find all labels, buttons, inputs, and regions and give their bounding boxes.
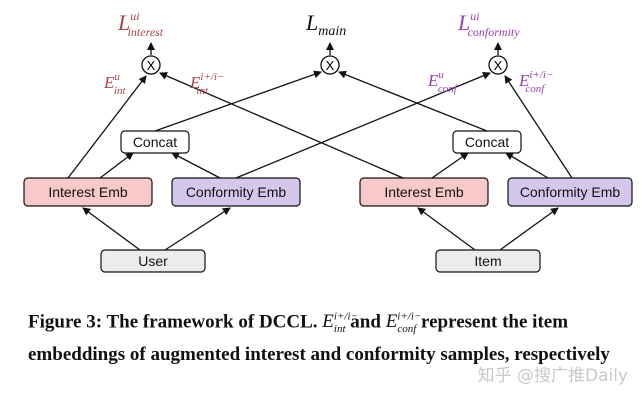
- svg-text:Conformity Emb: Conformity Emb: [520, 184, 621, 200]
- svg-text:Item: Item: [474, 253, 501, 269]
- edge-concat-right-to-main-x: [338, 70, 488, 132]
- edge-conformity-emb-left-to-concat-left: [171, 152, 221, 179]
- interest-emb-box-left: Interest Emb: [23, 177, 153, 207]
- label-e-conf-i: Ei+/i−conf: [518, 69, 553, 95]
- edge-concat-left-to-main-x: [154, 70, 322, 132]
- interest-emb-box-right: Interest Emb: [359, 177, 489, 207]
- edges: [67, 42, 573, 251]
- svg-text:User: User: [138, 253, 168, 269]
- svg-text:Interest Emb: Interest Emb: [384, 184, 464, 200]
- edge-interest-emb-left-to-concat-left: [99, 152, 134, 179]
- concat-box-left: Concat: [120, 130, 190, 154]
- edge-conformity-emb-left-to-right-x: [235, 71, 491, 179]
- edge-conformity-emb-right-to-concat-right: [505, 152, 549, 179]
- caption-and: and: [345, 311, 386, 333]
- edge-user-to-conformity-emb-left: [164, 207, 231, 251]
- watermark: 知乎 @搜广推Daily: [477, 366, 628, 386]
- svg-text:Conformity Emb: Conformity Emb: [186, 184, 287, 200]
- caption-prefix: Figure 3: The framework of DCCL.: [28, 311, 323, 333]
- conformity-emb-box-right: Conformity Emb: [507, 177, 633, 207]
- svg-text:X: X: [326, 58, 335, 73]
- edge-interest-emb-left-to-left-x: [67, 75, 147, 179]
- caption-suffix: represent the item embeddings of augment…: [28, 311, 610, 366]
- multiply-node-left: X: [141, 55, 161, 75]
- edge-interest-emb-right-to-left-x: [159, 72, 404, 179]
- item-box: Item: [435, 249, 541, 273]
- multiply-node-right: X: [488, 55, 508, 75]
- edge-conformity-emb-right-to-right-x: [504, 75, 573, 179]
- edge-item-to-conformity-emb-right: [499, 207, 559, 251]
- svg-text:X: X: [494, 58, 503, 73]
- svg-text:Concat: Concat: [133, 134, 177, 150]
- multiply-node-main: X: [320, 55, 340, 75]
- label-e-int-i: Ei+/i−int: [189, 71, 224, 97]
- edge-user-to-interest-emb-left: [82, 207, 141, 251]
- svg-text:X: X: [147, 58, 156, 73]
- svg-text:Concat: Concat: [465, 134, 509, 150]
- loss-main: Lmain: [305, 10, 346, 39]
- conformity-emb-box-left: Conformity Emb: [171, 177, 301, 207]
- figure-caption: Figure 3: The framework of DCCL. Ei+/i−i…: [28, 304, 628, 368]
- edge-item-to-interest-emb-right: [417, 207, 476, 251]
- user-box: User: [100, 249, 206, 273]
- concat-box-right: Concat: [452, 130, 522, 154]
- caption-e-int: Ei+/i−int: [322, 311, 358, 336]
- svg-text:Interest Emb: Interest Emb: [48, 184, 128, 200]
- caption-e-conf: Ei+/i−conf: [385, 311, 422, 336]
- edge-interest-emb-right-to-concat-right: [431, 152, 469, 179]
